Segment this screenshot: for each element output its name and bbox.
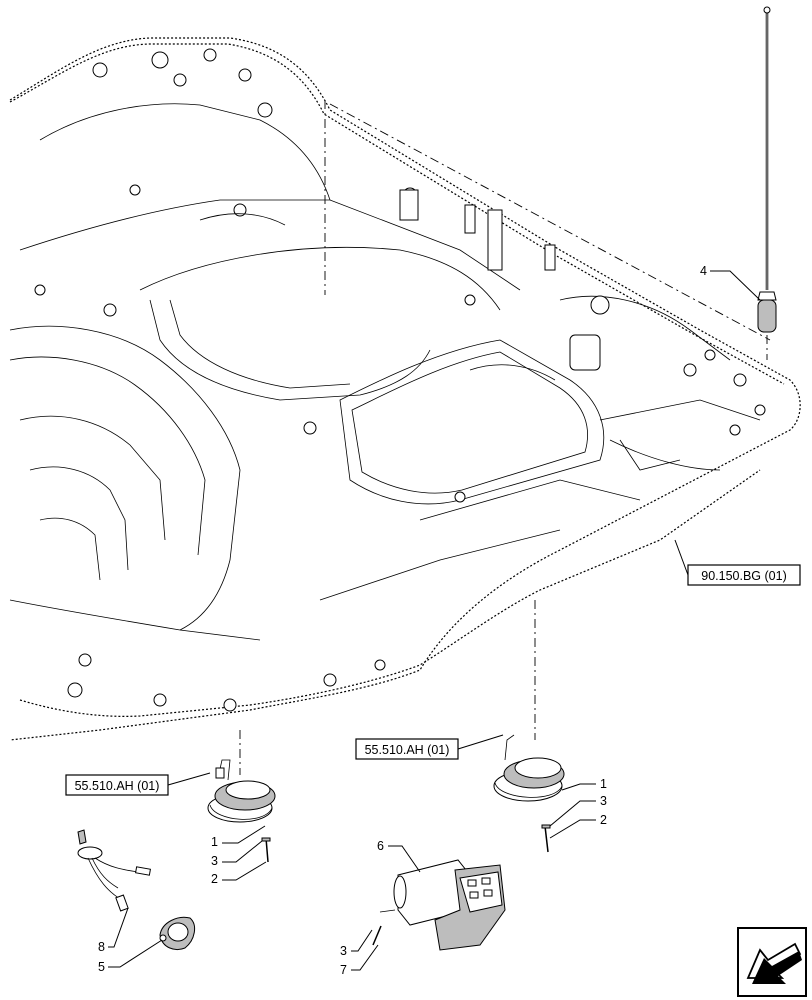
arrow-icon[interactable]: [737, 927, 807, 997]
callout-left-washer: 3: [211, 854, 218, 868]
callout-right-washer: 3: [600, 794, 607, 808]
callout-antenna: 4: [700, 264, 707, 278]
alignment-lines: [239, 100, 771, 775]
callout-right-speaker: 1: [600, 777, 607, 791]
callout-right-screw: 2: [600, 813, 607, 827]
right-speaker-reference[interactable]: 55.510.AH (01): [355, 738, 459, 760]
callout-cable: 8: [98, 940, 105, 954]
callout-tweeter: 5: [98, 960, 105, 974]
callout-radio: 6: [377, 839, 384, 853]
cab-roof-panel: [9, 37, 801, 741]
left-speaker-reference-label: 55.510.AH (01): [75, 779, 160, 793]
radio-unit: [372, 859, 506, 951]
callout-left-speaker: 1: [211, 835, 218, 849]
callouts: 4 1 3 2 1 3 2 6 3 7 8 5: [98, 264, 761, 977]
callout-radio-screw: 7: [340, 963, 347, 977]
cable-harness: [77, 829, 151, 912]
right-speaker: [493, 734, 565, 853]
callout-left-screw: 2: [211, 872, 218, 886]
left-speaker-reference[interactable]: 55.510.AH (01): [65, 774, 169, 796]
right-speaker-reference-label: 55.510.AH (01): [365, 743, 450, 757]
left-speaker: [207, 759, 276, 863]
tweeter: [159, 916, 196, 950]
callout-radio-washer: 3: [340, 944, 347, 958]
roof-reference-label: 90.150.BG (01): [701, 569, 786, 583]
antenna: [757, 6, 777, 360]
roof-reference[interactable]: 90.150.BG (01): [687, 564, 801, 586]
